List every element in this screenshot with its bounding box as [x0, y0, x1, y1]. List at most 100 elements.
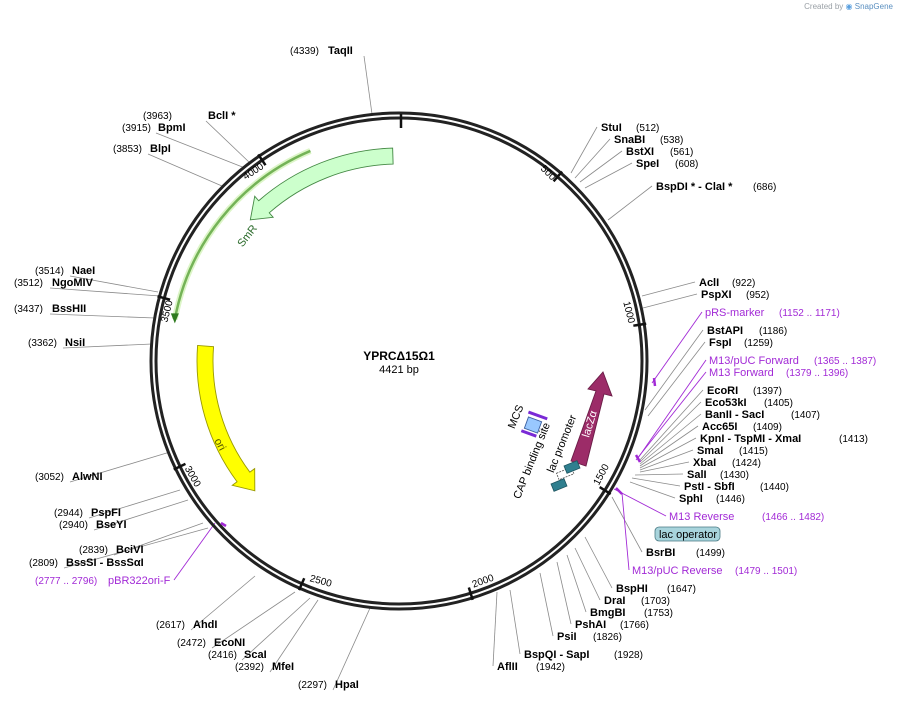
left-site: BssHII(3437) — [14, 303, 86, 315]
feature-name: M13/pUC Forward — [709, 355, 799, 367]
right-site: PstI - SbfI(1440) — [684, 481, 789, 493]
site-name: NaeI — [72, 265, 95, 277]
right-site: EcoRI (1397) — [707, 385, 782, 397]
site-leader-line — [88, 489, 181, 519]
left-site-labels: TaqII(4339)BclI *(3963)BpmI(3915)BlpI(38… — [14, 45, 359, 691]
site-name: NsiI — [65, 337, 85, 349]
right-site: AflII(1942) — [497, 661, 565, 673]
feature-leader-line — [635, 371, 707, 461]
feature-position: (1466 .. 1482) — [762, 512, 824, 523]
site-name: XbaI — [693, 457, 716, 469]
mcs-marker-top — [527, 410, 548, 421]
site-position: (1397) — [753, 386, 782, 397]
site-name: EcoRI — [707, 385, 738, 397]
feature-label: M13 Reverse (1466 .. 1482) — [669, 511, 824, 523]
site-name: AclI — [699, 277, 719, 289]
site-position: (2472) — [177, 638, 206, 649]
right-site: KpnI - TspMI - XmaI(1413) — [700, 433, 868, 445]
site-position: (3915) — [122, 123, 151, 134]
site-leader-line — [205, 120, 251, 164]
site-position: (1942) — [536, 662, 565, 673]
site-name: PspXI — [701, 289, 732, 301]
site-name: BpmI — [158, 122, 186, 134]
feature-label: M13/pUC Reverse (1479 .. 1501) — [632, 565, 797, 577]
right-site: SmaI(1415) — [697, 445, 768, 457]
site-leader-line — [49, 313, 156, 319]
site-name: SphI — [679, 493, 703, 505]
site-leader-line — [241, 597, 311, 661]
site-name: SalI — [687, 469, 707, 481]
feature-name: M13 Reverse — [669, 511, 734, 523]
snapgene-logo-icon: ◉ — [845, 2, 853, 11]
site-position: (1647) — [667, 584, 696, 595]
smr-arrow — [249, 147, 394, 221]
primer-mark — [615, 487, 623, 495]
feature-position: (2777 .. 2796) — [35, 576, 97, 587]
feature-labels: pRS-marker(1152 .. 1171)M13/pUC Forward(… — [35, 307, 876, 587]
site-leader-line — [639, 401, 702, 463]
outer-strand — [149, 111, 649, 611]
left-site: AlwNI(3052) — [35, 471, 103, 483]
site-position: (538) — [660, 135, 683, 146]
site-position: (2809) — [29, 558, 58, 569]
created-by-text: Created by — [804, 2, 844, 11]
site-leader-line — [644, 329, 704, 411]
site-leader-line — [579, 150, 623, 183]
site-leader-line — [611, 496, 643, 553]
site-leader-line — [49, 287, 161, 297]
site-position: (608) — [675, 159, 698, 170]
site-name: SnaBI — [614, 134, 645, 146]
site-position: (1430) — [720, 470, 749, 481]
site-position: (2944) — [54, 508, 83, 519]
site-leader-line — [639, 437, 697, 469]
smr-label: SmR — [235, 223, 260, 250]
site-position: (952) — [746, 290, 769, 301]
right-site: PsiI(1826) — [557, 631, 622, 643]
site-leader-line — [639, 425, 699, 467]
site-position: (1259) — [744, 338, 773, 349]
site-position: (561) — [670, 147, 693, 158]
feature-label: M13/pUC Forward(1365 .. 1387) — [709, 355, 876, 367]
site-position: (3514) — [35, 266, 64, 277]
site-leader-line — [363, 55, 373, 115]
site-name: BssHII — [52, 303, 86, 315]
primer-mark — [652, 377, 657, 387]
site-name: DraI — [604, 595, 625, 607]
site-position: (4339) — [290, 46, 319, 57]
site-name: EcoNI — [214, 637, 245, 649]
right-site: SphI(1446) — [679, 493, 745, 505]
right-site-labels: StuI(512)SnaBI(538)BstXI(561)SpeI(608)Bs… — [497, 122, 868, 673]
ruler-tick — [467, 587, 474, 601]
site-leader-line — [332, 607, 371, 691]
primer-mark — [220, 521, 227, 528]
left-site: NsiI(3362) — [28, 337, 85, 349]
feature-name: M13 Forward — [709, 367, 774, 379]
site-leader-line — [574, 547, 601, 601]
right-site: BspQI - SapI(1928) — [524, 649, 643, 661]
site-name: PsiI — [557, 631, 577, 643]
feature-name: M13/pUC Reverse — [632, 565, 722, 577]
site-name: Eco53kI — [705, 397, 747, 409]
site-leader-line — [647, 341, 706, 417]
site-name: NgoMIV — [52, 277, 94, 289]
site-name: HpaI — [335, 679, 359, 691]
site-name: BssSI - BssSαI — [66, 557, 144, 569]
site-leader-line — [639, 449, 694, 471]
left-site: PspFI(2944) — [54, 507, 121, 519]
feature-label: pBR322ori-F(2777 .. 2796) — [35, 575, 171, 587]
site-position: (3963) — [143, 111, 172, 122]
site-leader-line — [639, 413, 702, 465]
site-name: FspI — [709, 337, 732, 349]
ruler-tick — [633, 322, 647, 327]
right-site: SalI (1430) — [687, 469, 749, 481]
feature-position: (1479 .. 1501) — [735, 566, 797, 577]
site-position: (3853) — [113, 144, 142, 155]
site-name: SmaI — [697, 445, 723, 457]
operator-mark — [563, 460, 581, 474]
site-leader-line — [509, 589, 521, 655]
site-leader-line — [93, 499, 189, 531]
app-name: SnapGene — [854, 2, 893, 11]
